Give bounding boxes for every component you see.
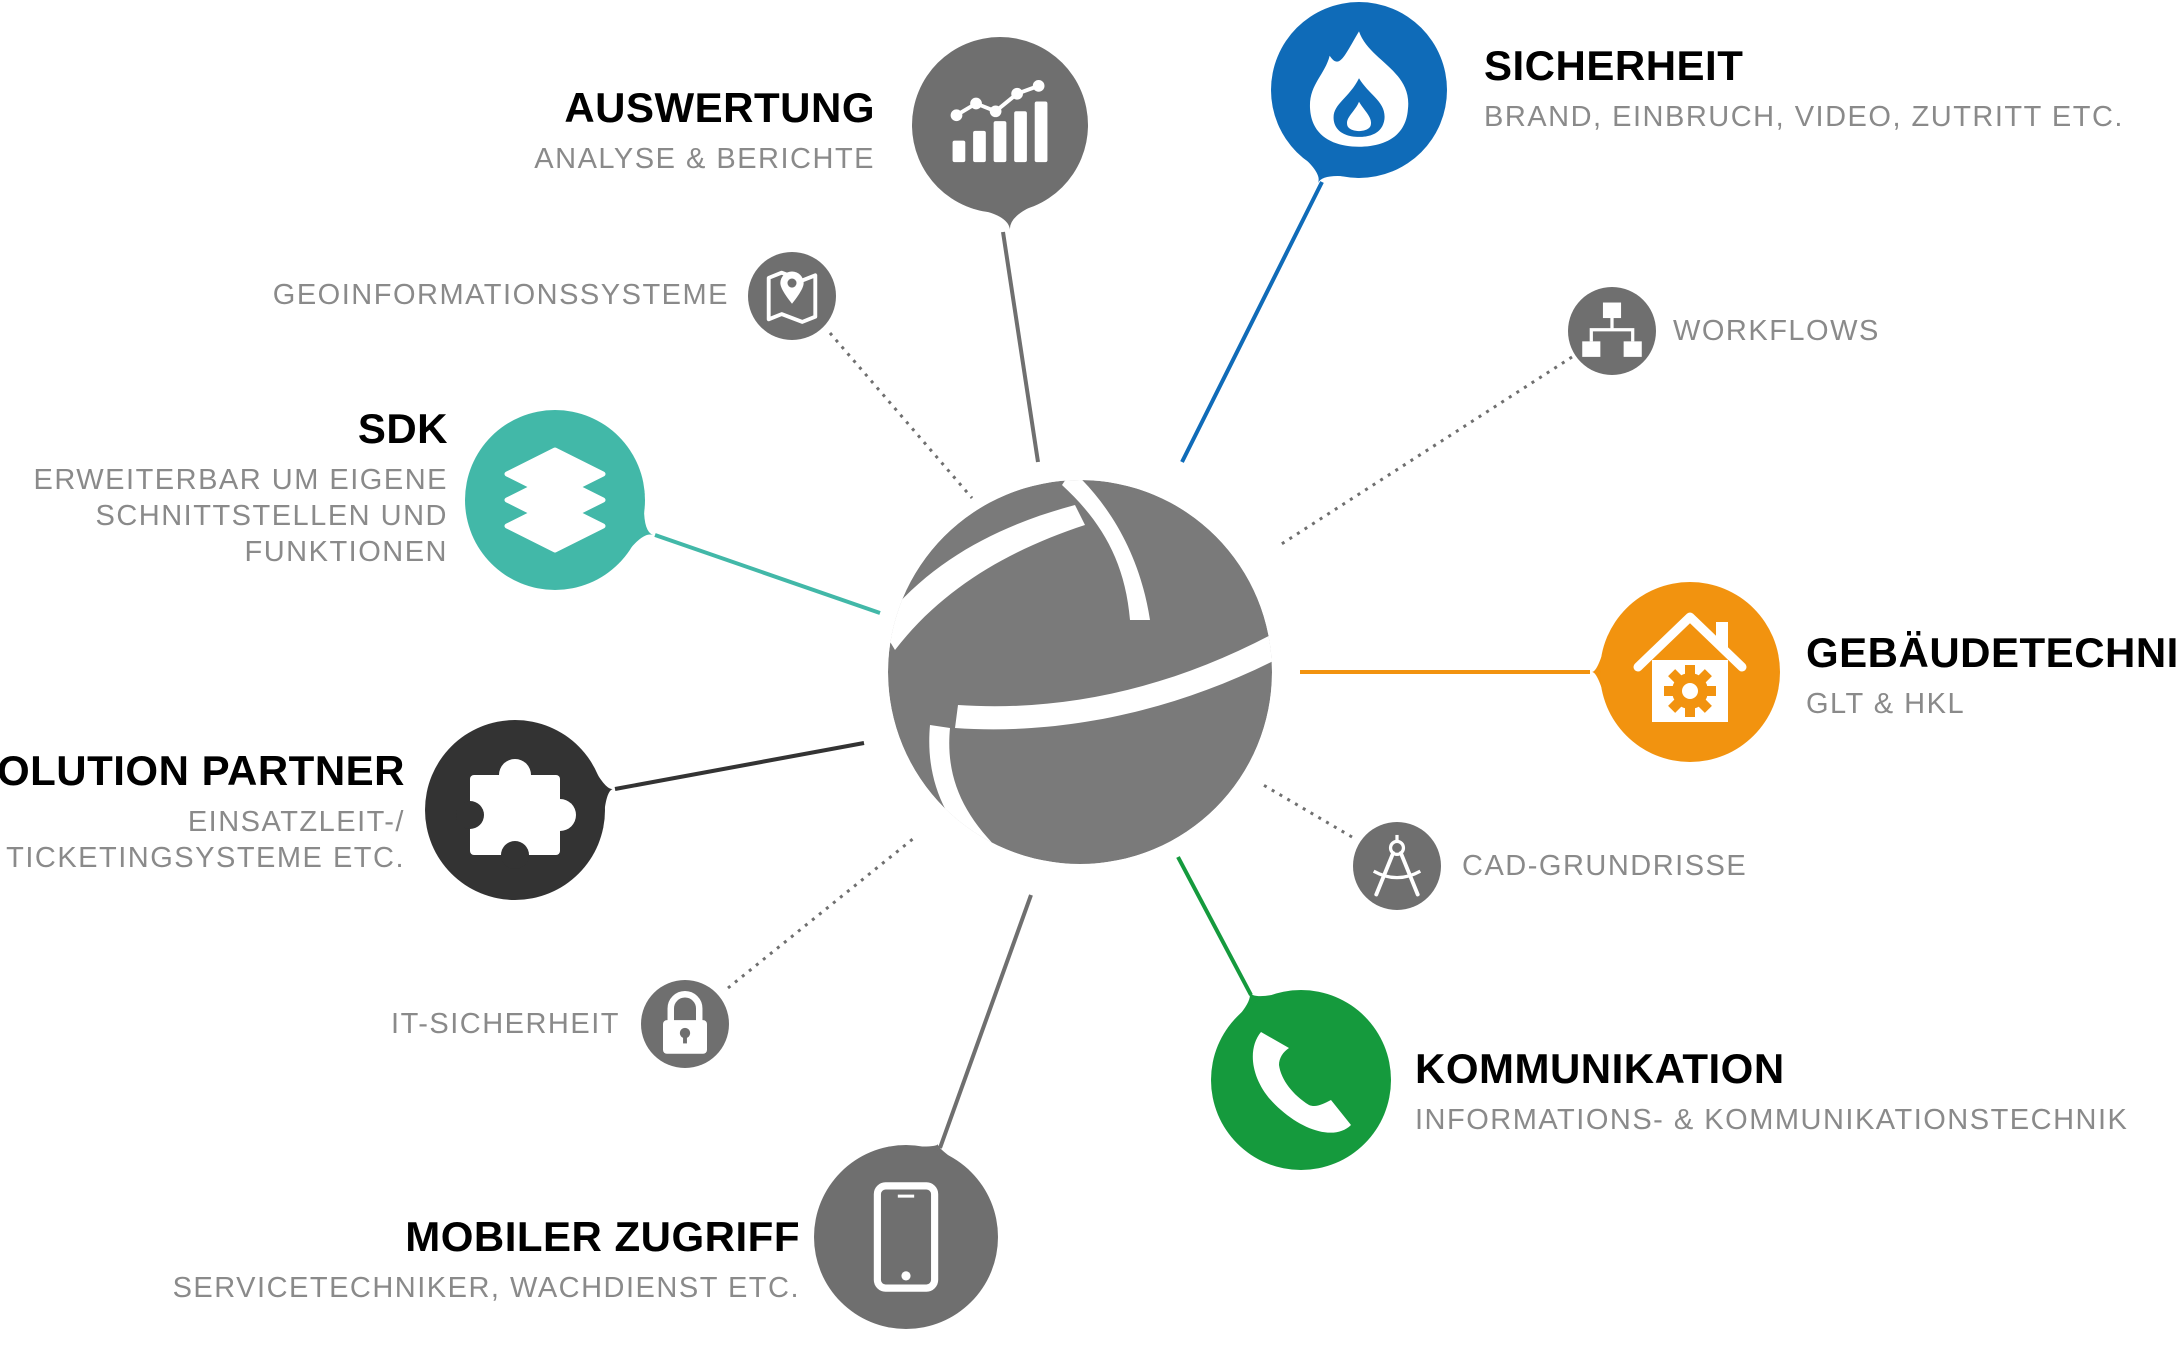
connector-solution-partner bbox=[614, 741, 865, 791]
connector-workflows bbox=[1279, 355, 1573, 547]
title-solution-partner: SOLUTION PARTNER bbox=[0, 747, 405, 794]
subtitle-gebaeudetechnik: GLT & HKL bbox=[1806, 687, 1966, 720]
layers-icon bbox=[504, 447, 606, 553]
label-auswertung: AUSWERTUNG ANALYSE & BERICHTE bbox=[534, 82, 875, 177]
connector-mobiler-zugriff bbox=[938, 894, 1033, 1149]
label-kommunikation: KOMMUNIKATION INFORMATIONS- & KOMMUNIKAT… bbox=[1415, 1043, 2128, 1138]
subtitle-auswertung: ANALYSE & BERICHTE bbox=[534, 142, 875, 175]
node-geoinformationssysteme bbox=[748, 252, 836, 340]
label-gebaeudetechnik: GEBÄUDETECHNIK GLT & HKL bbox=[1806, 627, 2178, 722]
subtitle-mobiler-zugriff: SERVICETECHNIKER, WACHDIENST ETC. bbox=[172, 1271, 800, 1304]
label-mobiler-zugriff: MOBILER ZUGRIFF SERVICETECHNIKER, WACHDI… bbox=[173, 1211, 800, 1306]
hub-sphere bbox=[888, 480, 1272, 864]
center-logo bbox=[888, 480, 1272, 864]
connector-it-sicherheit bbox=[727, 836, 915, 990]
house-gear-icon bbox=[1633, 612, 1747, 722]
map-pin-icon bbox=[766, 270, 818, 324]
title-kommunikation: KOMMUNIKATION bbox=[1415, 1045, 1785, 1092]
node-workflows bbox=[1568, 287, 1656, 375]
subtitle-solution-partner: EINSATZLEIT-/ TICKETINGSYSTEME ETC. bbox=[6, 805, 405, 874]
node-markers bbox=[425, 2, 1780, 1329]
title-sdk: SDK bbox=[357, 405, 448, 452]
node-sdk bbox=[465, 410, 653, 590]
node-solution-partner bbox=[425, 720, 613, 900]
chart-icon bbox=[950, 80, 1048, 163]
subtitle-kommunikation: INFORMATIONS- & KOMMUNIKATIONSTECHNIK bbox=[1415, 1103, 2129, 1136]
connector-geoinformationssysteme bbox=[828, 332, 974, 499]
label-it-sicherheit: IT-SICHERHEIT bbox=[391, 1008, 620, 1040]
phone-icon bbox=[1252, 1032, 1351, 1133]
connector-sicherheit bbox=[1180, 181, 1324, 463]
node-kommunikation bbox=[1211, 990, 1391, 1170]
connector-sdk bbox=[654, 533, 881, 615]
label-solution-partner: SOLUTION PARTNER EINSATZLEIT-/ TICKETING… bbox=[0, 745, 405, 876]
node-sicherheit bbox=[1271, 2, 1447, 183]
puzzle-icon bbox=[456, 759, 576, 869]
connector-auswertung bbox=[1001, 231, 1040, 463]
lock-icon bbox=[663, 991, 707, 1054]
node-cad-grundrisse bbox=[1353, 822, 1441, 910]
workflow-icon bbox=[1582, 302, 1642, 357]
label-geoinformationssysteme: GEOINFORMATIONSSYSTEME bbox=[272, 279, 729, 311]
compass-icon bbox=[1372, 834, 1422, 897]
connector-lines bbox=[614, 181, 1590, 1149]
label-cad-grundrisse: CAD-GRUNDRISSE bbox=[1462, 850, 1748, 882]
flame-icon bbox=[1309, 31, 1409, 147]
title-sicherheit: SICHERHEIT bbox=[1484, 42, 1744, 89]
smartphone-icon bbox=[873, 1182, 939, 1292]
node-auswertung bbox=[912, 37, 1088, 230]
node-it-sicherheit bbox=[641, 980, 729, 1068]
connector-cad-grundrisse bbox=[1259, 781, 1353, 839]
label-sicherheit: SICHERHEIT BRAND, EINBRUCH, VIDEO, ZUTRI… bbox=[1484, 40, 2124, 135]
node-gebaeudetechnik bbox=[1592, 582, 1780, 762]
title-auswertung: AUSWERTUNG bbox=[564, 84, 875, 131]
label-workflows: WORKFLOWS bbox=[1673, 315, 1880, 347]
label-sdk: SDK ERWEITERBAR UM EIGENE SCHNITTSTELLEN… bbox=[34, 403, 448, 570]
connector-kommunikation bbox=[1176, 856, 1253, 996]
subtitle-sdk: ERWEITERBAR UM EIGENE SCHNITTSTELLEN UND… bbox=[33, 463, 448, 569]
title-gebaeudetechnik: GEBÄUDETECHNIK bbox=[1806, 629, 2178, 676]
title-mobiler-zugriff: MOBILER ZUGRIFF bbox=[405, 1213, 800, 1260]
node-mobiler-zugriff bbox=[814, 1144, 998, 1329]
subtitle-sicherheit: BRAND, EINBRUCH, VIDEO, ZUTRITT ETC. bbox=[1484, 100, 2124, 133]
